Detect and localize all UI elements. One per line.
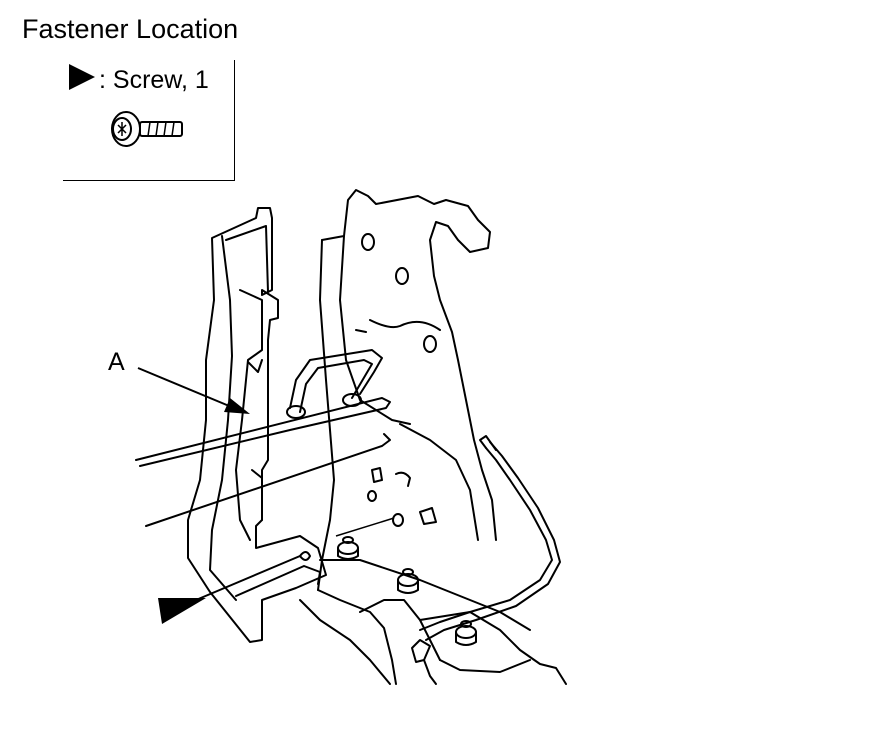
bolt-group <box>337 536 477 646</box>
callout-a-leader <box>137 367 250 414</box>
body-pillar-outline <box>321 189 497 541</box>
legend-label: : Screw, 1 <box>99 66 209 94</box>
cover-panel-outline <box>187 207 327 643</box>
legend-row: : Screw, 1 <box>69 64 209 95</box>
screw-icon <box>111 111 183 147</box>
screw-callout-marker <box>158 555 301 624</box>
callout-label-a: A <box>108 348 125 376</box>
screw-leader-2 <box>335 517 395 537</box>
figure-title: Fastener Location <box>22 14 239 44</box>
triangle-marker-icon <box>69 64 95 90</box>
legend-box: : Screw, 1 <box>63 60 235 181</box>
